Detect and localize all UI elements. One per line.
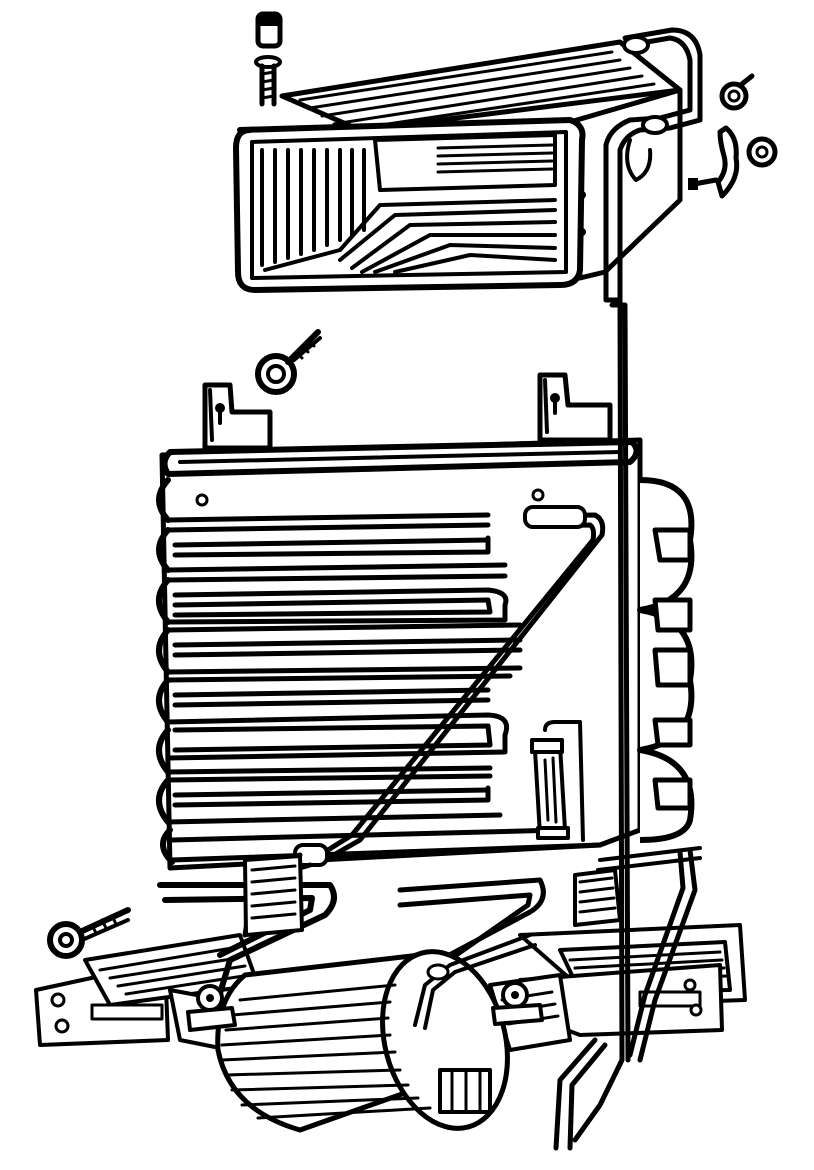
compressor bbox=[186, 933, 544, 1133]
evaporator-box bbox=[233, 27, 703, 303]
mounting-bracket-left bbox=[202, 382, 273, 451]
mounting-bracket-right bbox=[537, 372, 613, 443]
eye-bolt-left bbox=[47, 907, 131, 959]
eye-bolt-middle bbox=[255, 329, 322, 395]
cap-nut bbox=[255, 11, 283, 49]
pipe-clamp-parts bbox=[688, 73, 778, 199]
mounting-screw-top bbox=[254, 55, 282, 107]
refrigerant-line bbox=[157, 297, 702, 1151]
filter-drier bbox=[530, 720, 585, 842]
condenser bbox=[156, 372, 695, 871]
